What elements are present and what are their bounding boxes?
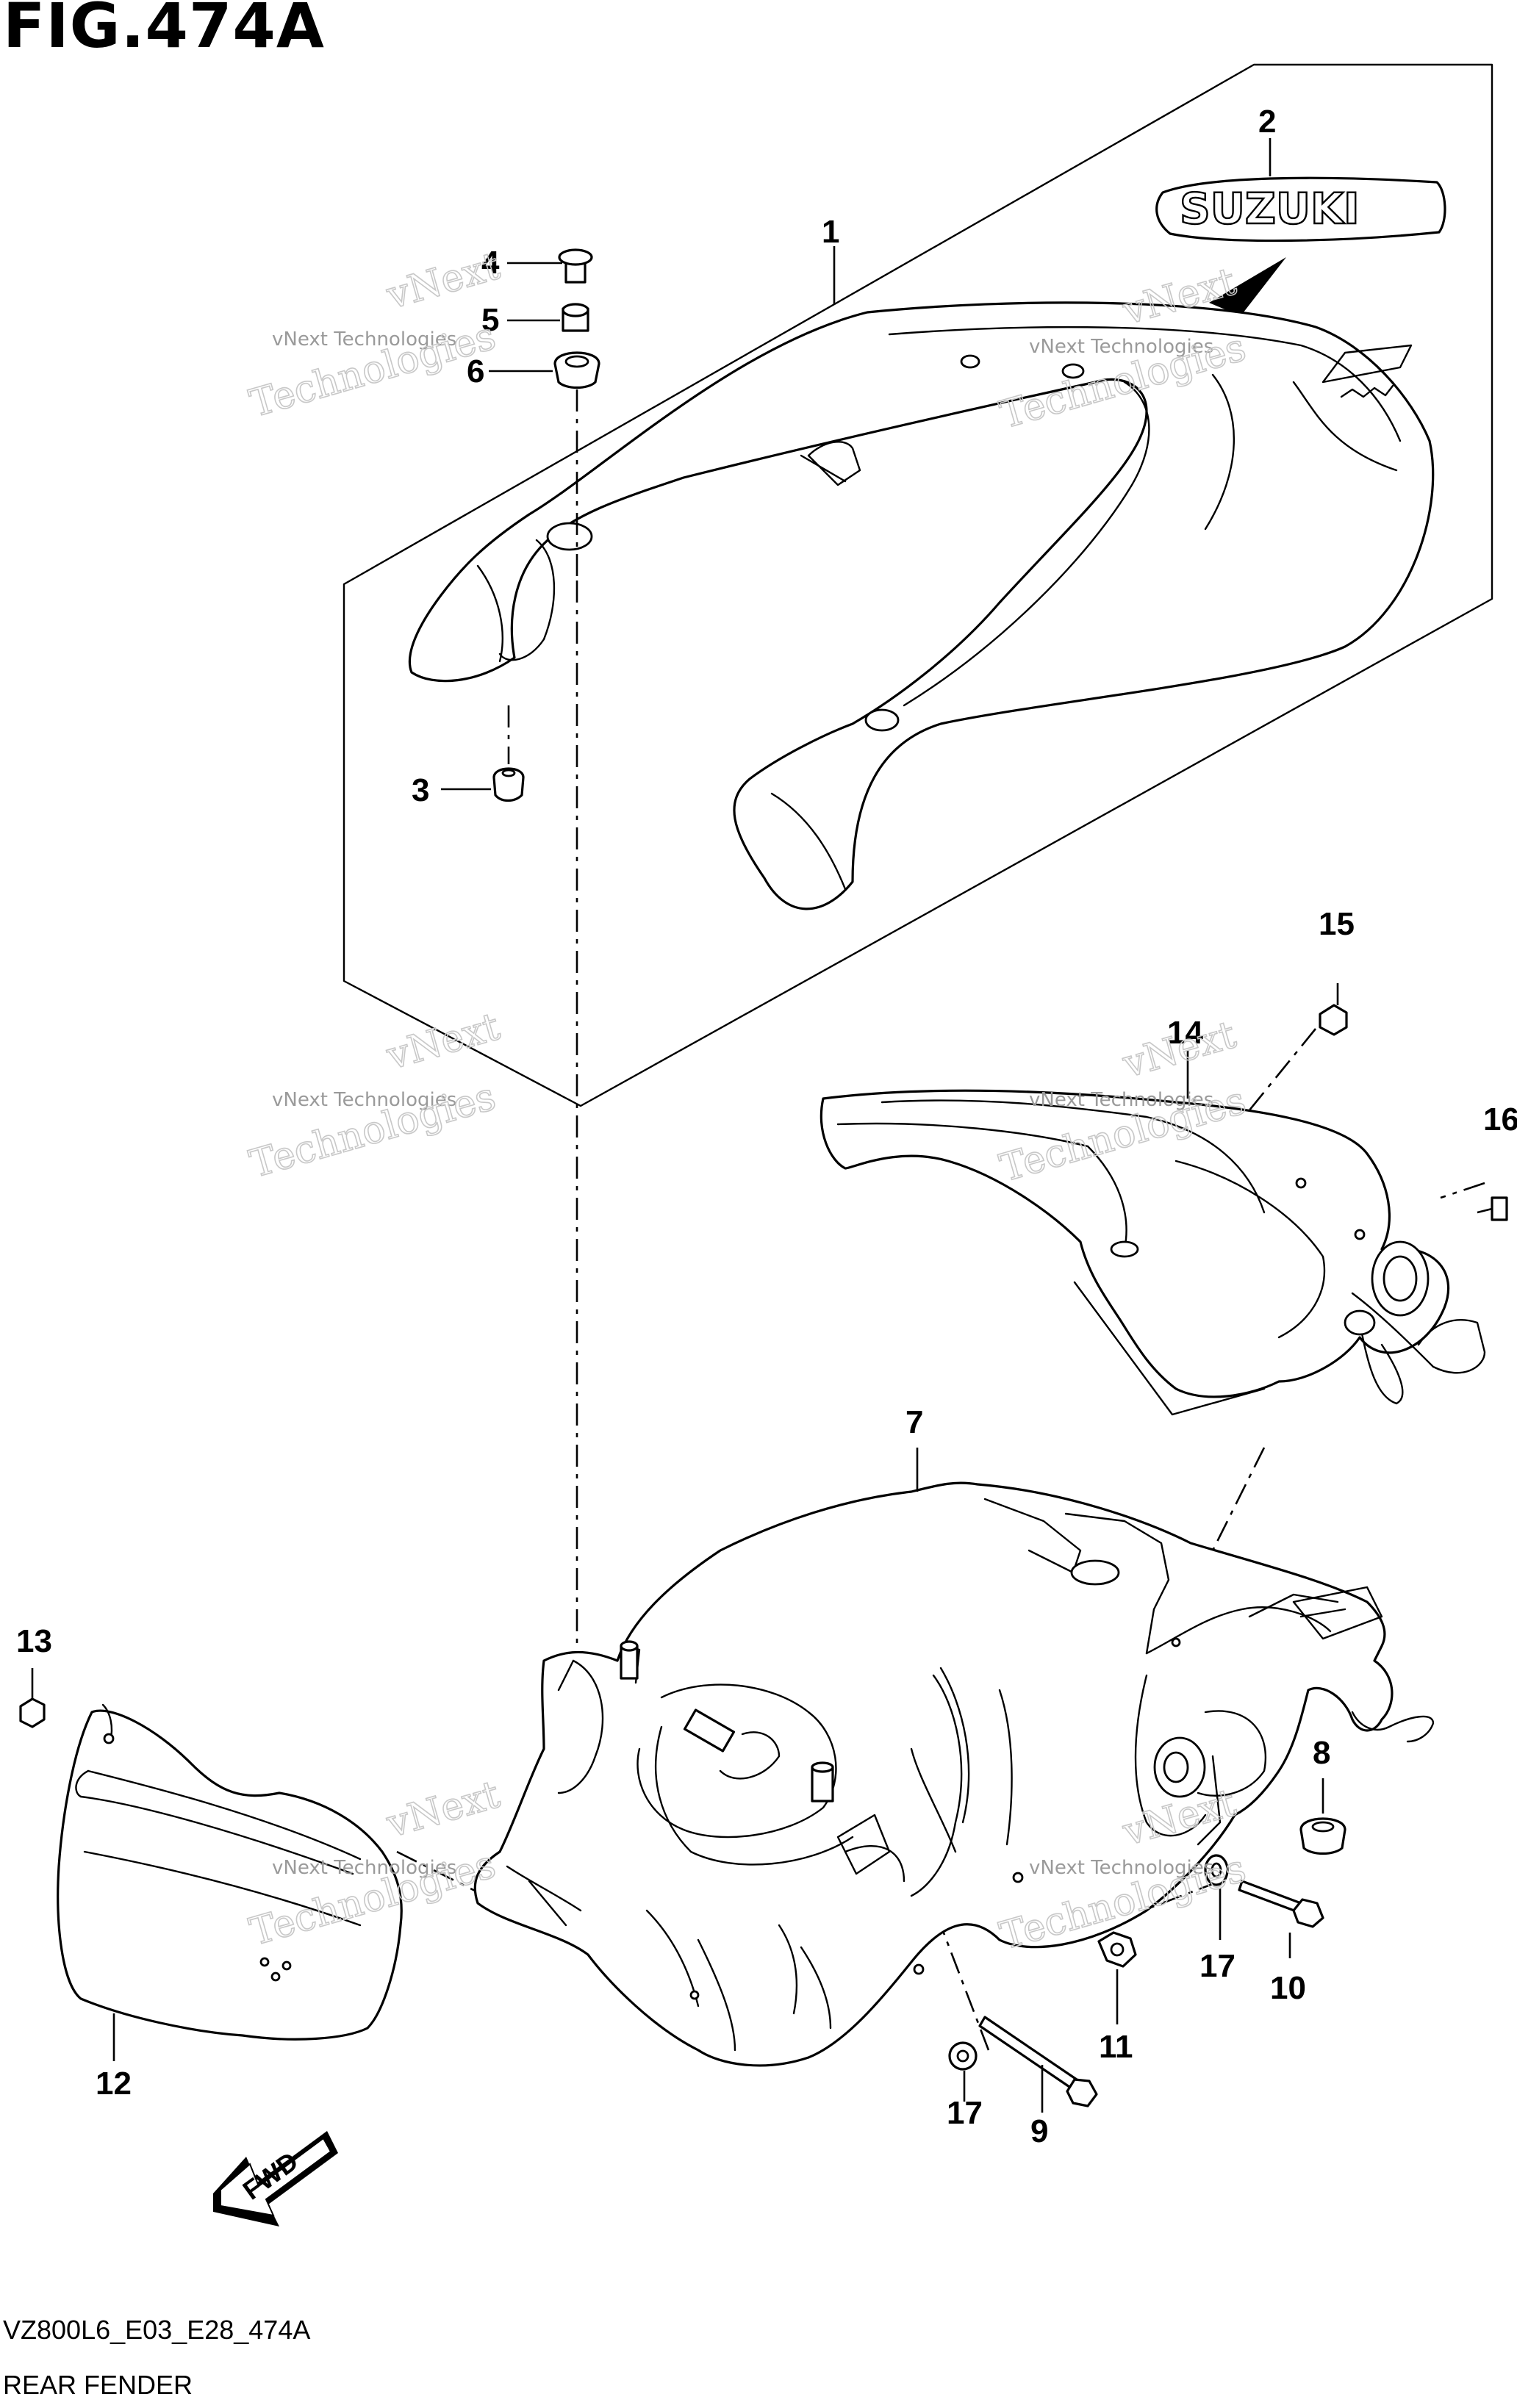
alignment-line-part9 [939, 1924, 990, 2051]
callout-14: 14 [1167, 1015, 1203, 1051]
svg-text:vNext: vNext [381, 1772, 504, 1847]
callout-5: 5 [481, 302, 499, 338]
callout-12: 12 [96, 2066, 132, 2102]
part-12-side-cover [57, 1703, 403, 2041]
part-11-nut [1097, 1931, 1137, 1968]
part-5-spacer [562, 303, 589, 332]
part-17-washer-lower [948, 2041, 978, 2071]
part-6-grommet [553, 351, 600, 389]
callout-7: 7 [905, 1404, 923, 1440]
svg-text:vNext Technologies: vNext Technologies [272, 1089, 456, 1111]
callout-1: 1 [822, 214, 839, 250]
figure-caption: REAR FENDER [3, 2370, 193, 2400]
part-14-guide-line [1073, 1281, 1266, 1416]
callout-17-lower: 17 [947, 2095, 983, 2131]
callout-4: 4 [481, 245, 500, 281]
part-3-grommet [492, 767, 525, 802]
part-13-bolt [19, 1668, 46, 1728]
callout-11: 11 [1099, 2029, 1133, 2065]
svg-text:vNext Technologies: vNext Technologies [1029, 1857, 1213, 1879]
svg-text:vNext Technologies: vNext Technologies [1029, 1089, 1213, 1111]
callout-2: 2 [1258, 104, 1276, 140]
alignment-line-part16 [1440, 1182, 1485, 1199]
svg-text:vNext Technologies: vNext Technologies [1029, 336, 1213, 358]
part-8-spacer [1299, 1817, 1346, 1855]
svg-text:vNext Technologies: vNext Technologies [272, 1857, 456, 1879]
watermark-1: vNext Technologies Technologies vNext [245, 243, 506, 426]
drawing-code: VZ800L6_E03_E28_474A [3, 2315, 310, 2345]
callout-16: 16 [1483, 1101, 1517, 1137]
part-15-bolt [1319, 983, 1348, 1036]
callout-6: 6 [467, 353, 484, 389]
part-1-assembly-outline [343, 63, 1493, 1107]
part-9-bolt [978, 2016, 1098, 2107]
part-14-rear-bracket [820, 1089, 1486, 1405]
figure-title: FIG.474A [3, 0, 325, 62]
callout-8: 8 [1313, 1735, 1330, 1771]
svg-text:vNext Technologies: vNext Technologies [272, 328, 456, 351]
callout-10: 10 [1270, 1970, 1306, 2006]
part-1-seat-tail-cover [408, 301, 1435, 910]
part-2-suzuki-emblem: SUZUKI [1155, 176, 1446, 316]
part-16-bolt [1477, 1196, 1508, 1221]
watermark-3: vNext Technologies Technologies vNext [245, 1004, 506, 1187]
callout-9: 9 [1030, 2113, 1048, 2149]
callout-17-upper: 17 [1199, 1948, 1236, 1984]
part-10-bolt [1238, 1880, 1324, 1928]
callout-3: 3 [412, 772, 429, 808]
callout-15: 15 [1319, 906, 1355, 942]
part-17-washer-upper [1204, 1854, 1229, 1886]
svg-text:vNext: vNext [381, 1004, 504, 1079]
emblem-text: SUZUKI [1180, 184, 1360, 234]
fwd-direction-arrow: FWD [213, 2131, 338, 2226]
part-4-bolt [558, 248, 593, 284]
callout-13: 13 [16, 1623, 52, 1659]
part-7-rear-fender [473, 1481, 1435, 2067]
